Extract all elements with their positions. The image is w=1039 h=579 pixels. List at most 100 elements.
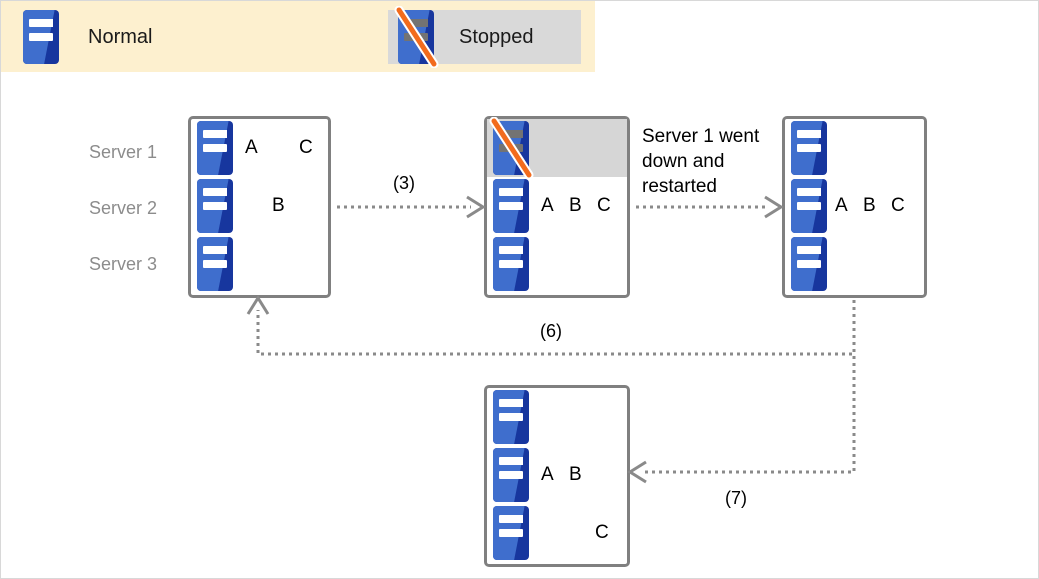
server-icon-notch [515,515,523,523]
server-icon-notch [515,457,523,465]
row-items [827,235,924,293]
server-icon-bar-bottom [29,33,53,41]
edge-label-3: (3) [393,173,415,193]
server-icon-bar-top [499,457,523,465]
row-items: A B C [827,177,924,235]
row-items: C [529,504,627,562]
server-icon-notch [219,130,227,138]
row-items [529,235,627,293]
server-icon-bar-bottom [203,144,227,152]
server-icon-notch [45,19,53,27]
server-icon-bar-bottom [499,202,523,210]
server-icon-notch [813,188,821,196]
state-box-server1-restarted: A B C [782,116,927,298]
server-stopped-icon [394,6,439,68]
server-icon-bar-top [797,188,821,196]
edge-3-arrowhead [466,195,486,219]
server-icon [197,121,233,175]
server-icon-bar-top [203,246,227,254]
server-icon-bar-top [203,188,227,196]
edge-7-arrowhead [627,460,647,484]
server-icon-bar-bottom [499,529,523,537]
data-item: B [569,464,582,485]
row-items: A B C [529,177,627,235]
data-item: A [541,195,554,216]
row-items [529,119,627,177]
server-icon-bar-bottom [203,202,227,210]
table-row: B [191,177,328,235]
server-icon-bar-bottom [499,413,523,421]
side-label-server-1: Server 1 [89,142,158,162]
server-icon-bar-bottom [797,202,821,210]
annotation-server1-restart: Server 1 went down and restarted [642,126,760,197]
table-row [487,388,627,446]
server-icon-bar-top [797,246,821,254]
server-icon [493,179,529,233]
server-icon-notch [813,246,821,254]
state-box-initial: A C B [188,116,331,298]
server-stopped-icon [489,117,534,179]
data-item: B [863,195,876,216]
server-icon-bar-top [797,130,821,138]
server-icon-bar-bottom [499,260,523,268]
table-row: A B C [785,177,924,235]
table-row [785,235,924,293]
data-item: B [272,195,285,216]
table-row [487,235,627,293]
server-icon [493,448,529,502]
edge-label-7: (7) [725,488,747,508]
state-box-server1-down: A B C [484,116,630,298]
legend-label-normal: Normal [88,25,153,48]
server-icon-bar-top [29,19,53,27]
server-icon [493,390,529,444]
table-row: A C [191,119,328,177]
server-icon-notch [813,130,821,138]
table-row: A B [487,446,627,504]
server-icon-notch [219,188,227,196]
data-item: C [299,137,313,158]
server-icon-bar-top [203,130,227,138]
data-item: A [541,464,554,485]
state-box-rebalanced: A B C [484,385,630,567]
server-icon [791,121,827,175]
data-item: C [597,195,611,216]
legend-band: Normal Stopped [1,1,595,72]
edge-label-6: (6) [540,321,562,341]
row-items [529,388,627,446]
edge-6-arrowhead [246,295,270,315]
server-icon-notch [515,188,523,196]
row-items: A B [529,446,627,504]
table-row [487,117,627,179]
row-items: A C [233,119,328,177]
row-items: B [233,177,328,235]
server-icon [197,237,233,291]
table-row: A B C [487,177,627,235]
server-icon-bar-top [499,515,523,523]
server-icon-notch [515,399,523,407]
data-item: B [569,195,582,216]
server-icon [197,179,233,233]
server-stopped-icon-notch [515,130,523,138]
server-icon [493,506,529,560]
server-icon [23,10,59,64]
table-row [191,235,328,293]
data-item: A [835,195,848,216]
server-icon-bar-top [499,399,523,407]
server-icon [493,237,529,291]
side-label-server-2: Server 2 [89,198,158,218]
row-items [827,119,924,177]
server-icon-bar-bottom [797,144,821,152]
legend-item-stopped: Stopped [388,6,581,68]
row-items [233,235,328,293]
table-row [785,119,924,177]
data-item: A [245,137,258,158]
legend-item-normal: Normal [23,10,152,64]
data-item: C [595,522,609,543]
server-icon-bar-bottom [203,260,227,268]
server-stopped-icon-bar-bottom [499,144,523,152]
server-stopped-icon-notch [420,19,428,27]
server-icon-bar-top [499,246,523,254]
server-icon-bar-bottom [797,260,821,268]
side-label-server-3: Server 3 [89,254,158,274]
